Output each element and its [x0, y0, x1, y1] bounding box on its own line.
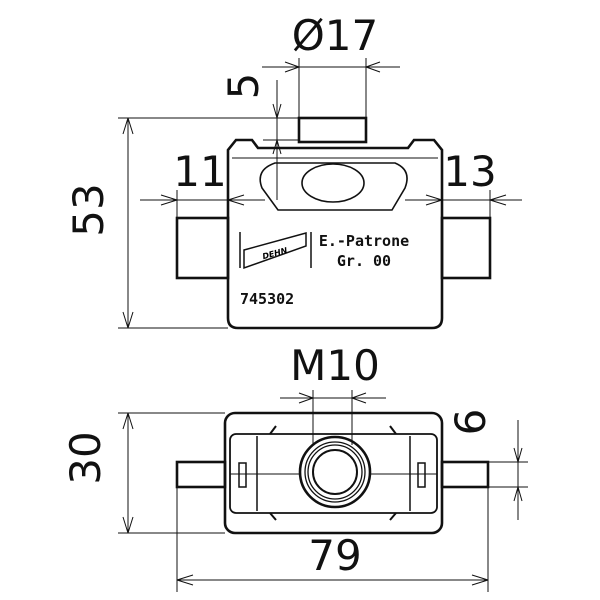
dim-depth: 30 — [61, 431, 110, 484]
drawing-line — [269, 425, 397, 521]
threaded-hole — [298, 435, 372, 509]
window — [259, 162, 408, 211]
stem — [297, 116, 368, 144]
fuse-body — [226, 138, 444, 330]
dim-stem-height: 5 — [219, 73, 268, 100]
drawing-line — [513, 447, 523, 502]
label-line1: E.-Patrone — [319, 232, 409, 250]
drawing-line — [417, 462, 426, 488]
drawing-line — [307, 444, 363, 500]
dim-left-pin: 11 — [173, 147, 226, 196]
dim-overall-width: 79 — [308, 531, 361, 580]
body-bottom — [223, 411, 444, 535]
label-line2: Gr. 00 — [337, 252, 391, 270]
front-view: DEHN E.-Patrone Gr. 00 745302 — [175, 116, 492, 330]
drawing-line — [122, 412, 134, 534]
drawing-line — [298, 392, 367, 404]
dim-thread: M10 — [290, 341, 380, 390]
article-number: 745302 — [240, 290, 294, 308]
right-pin — [440, 216, 492, 280]
dimension-lines-top: Ø17 5 11 13 53 — [64, 11, 522, 329]
logo-text: DEHN — [261, 246, 288, 261]
top-view — [175, 411, 490, 535]
left-pin-bottom — [175, 460, 227, 489]
window-ellipse — [301, 163, 365, 203]
drawing-line — [272, 103, 282, 155]
dimension-lines-bottom: M10 30 6 79 — [61, 341, 528, 592]
drawing-line — [238, 462, 247, 488]
dehn-logo: DEHN — [239, 232, 312, 270]
drawing-line — [160, 194, 507, 206]
right-pin-bottom — [440, 460, 490, 489]
dim-pin-diameter: 6 — [446, 409, 495, 436]
left-pin — [175, 216, 230, 280]
drawing-line — [122, 117, 134, 329]
drawing-line — [284, 61, 381, 73]
drawing-line — [312, 449, 358, 495]
dim-diameter: Ø17 — [292, 11, 379, 60]
drawing-line — [176, 574, 489, 586]
dim-right-pin: 13 — [443, 147, 496, 196]
drawing-line — [243, 232, 307, 270]
drawing-line — [304, 441, 366, 503]
dim-height: 53 — [64, 183, 113, 236]
